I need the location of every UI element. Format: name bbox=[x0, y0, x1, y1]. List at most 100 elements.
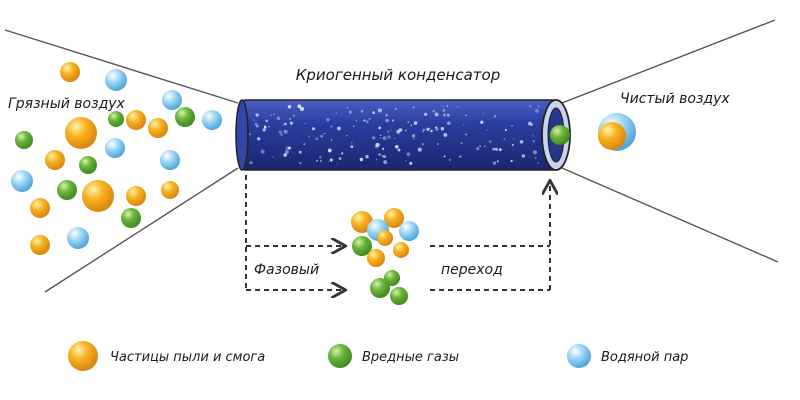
orange-sphere-icon bbox=[598, 122, 626, 150]
frost-speckle bbox=[446, 105, 449, 108]
frost-speckle bbox=[460, 142, 463, 145]
frost-speckle bbox=[351, 141, 353, 144]
frost-speckle bbox=[372, 111, 376, 115]
frost-speckle bbox=[488, 140, 492, 143]
frost-speckle bbox=[276, 116, 281, 121]
blue-sphere-icon bbox=[162, 90, 182, 110]
frost-speckle bbox=[511, 125, 513, 127]
frost-speckle bbox=[390, 129, 392, 131]
clean-air-particles bbox=[550, 113, 636, 151]
frost-speckle bbox=[387, 135, 391, 139]
frost-speckle bbox=[383, 155, 387, 159]
frost-speckle bbox=[395, 145, 399, 149]
frost-speckle bbox=[405, 160, 407, 162]
legend-label-dust: Частицы пыли и смога bbox=[110, 350, 265, 365]
frost-speckle bbox=[493, 115, 496, 118]
tube-frost-speckles bbox=[248, 104, 540, 165]
frost-speckle bbox=[459, 155, 462, 158]
frost-speckle bbox=[492, 161, 497, 165]
frost-speckle bbox=[503, 138, 506, 140]
phase-label: Фазовый bbox=[254, 262, 319, 278]
frost-speckle bbox=[326, 118, 330, 122]
legend-item-dust: Частицы пыли и смога bbox=[68, 341, 265, 371]
frost-speckle bbox=[380, 137, 382, 139]
frost-speckle bbox=[308, 135, 310, 138]
frost-speckle bbox=[297, 104, 302, 109]
frost-speckle bbox=[486, 129, 488, 131]
blue-sphere-icon bbox=[11, 170, 33, 192]
legend-label-gas: Вредные газы bbox=[362, 350, 459, 365]
frost-speckle bbox=[303, 143, 306, 145]
frost-speckle bbox=[510, 159, 513, 163]
orange-sphere-icon bbox=[393, 242, 409, 258]
frost-speckle bbox=[283, 153, 287, 157]
frost-speckle bbox=[443, 132, 448, 137]
orange-sphere-icon bbox=[30, 235, 50, 255]
frost-speckle bbox=[394, 137, 396, 140]
green-sphere-icon bbox=[175, 107, 195, 127]
frost-speckle bbox=[327, 148, 332, 153]
frost-speckle bbox=[380, 134, 382, 137]
frost-speckle bbox=[443, 155, 445, 158]
green-sphere-icon bbox=[390, 287, 408, 305]
frost-speckle bbox=[465, 114, 467, 117]
frost-speckle bbox=[413, 121, 418, 125]
frost-speckle bbox=[519, 140, 524, 144]
orange-sphere-icon bbox=[82, 180, 114, 212]
frost-speckle bbox=[421, 143, 425, 146]
frost-speckle bbox=[299, 161, 302, 165]
orange-sphere-icon bbox=[65, 117, 97, 149]
frost-speckle bbox=[249, 161, 253, 165]
frost-speckle bbox=[424, 112, 428, 116]
frost-speckle bbox=[440, 127, 445, 131]
blue-sphere-icon bbox=[105, 138, 125, 158]
frost-speckle bbox=[375, 158, 378, 161]
frost-speckle bbox=[434, 112, 439, 117]
frost-speckle bbox=[482, 113, 484, 115]
frost-speckle bbox=[422, 130, 424, 133]
frost-speckle bbox=[537, 162, 540, 165]
frost-speckle bbox=[391, 119, 395, 122]
frost-speckle bbox=[254, 122, 258, 126]
frost-speckle bbox=[265, 119, 268, 123]
frost-speckle bbox=[336, 163, 338, 165]
frost-speckle bbox=[535, 108, 539, 113]
frost-speckle bbox=[397, 148, 401, 152]
frost-speckle bbox=[268, 125, 270, 128]
frost-speckle bbox=[359, 157, 364, 162]
frost-speckle bbox=[315, 137, 319, 141]
frost-speckle bbox=[529, 105, 532, 108]
captured-particles-cluster bbox=[351, 208, 419, 305]
frost-speckle bbox=[498, 148, 502, 152]
orange-sphere-icon bbox=[68, 341, 98, 371]
frost-speckle bbox=[263, 125, 267, 128]
frost-speckle bbox=[316, 159, 319, 162]
clean-air-label: Чистый воздух bbox=[620, 91, 730, 107]
frost-speckle bbox=[398, 128, 403, 132]
frost-speckle bbox=[435, 126, 437, 129]
frost-speckle bbox=[413, 138, 415, 140]
right-funnel-bottom bbox=[561, 167, 779, 263]
frost-speckle bbox=[282, 124, 284, 126]
condenser-tube bbox=[235, 99, 571, 171]
orange-sphere-icon bbox=[367, 249, 385, 267]
frost-speckle bbox=[372, 136, 376, 140]
orange-sphere-icon bbox=[45, 150, 65, 170]
frost-speckle bbox=[298, 150, 302, 154]
frost-speckle bbox=[355, 119, 358, 122]
frost-speckle bbox=[350, 145, 354, 149]
frost-speckle bbox=[382, 147, 385, 150]
frost-speckle bbox=[328, 160, 330, 163]
orange-sphere-icon bbox=[161, 181, 179, 199]
frost-speckle bbox=[463, 124, 465, 126]
blue-sphere-icon bbox=[67, 227, 89, 249]
frost-speckle bbox=[365, 120, 369, 124]
frost-speckle bbox=[292, 114, 295, 117]
frost-speckle bbox=[484, 145, 486, 147]
frost-speckle bbox=[532, 140, 535, 143]
right-funnel-top bbox=[561, 19, 776, 104]
frost-speckle bbox=[283, 129, 288, 134]
frost-speckle bbox=[447, 121, 451, 125]
frost-speckle bbox=[448, 159, 451, 161]
